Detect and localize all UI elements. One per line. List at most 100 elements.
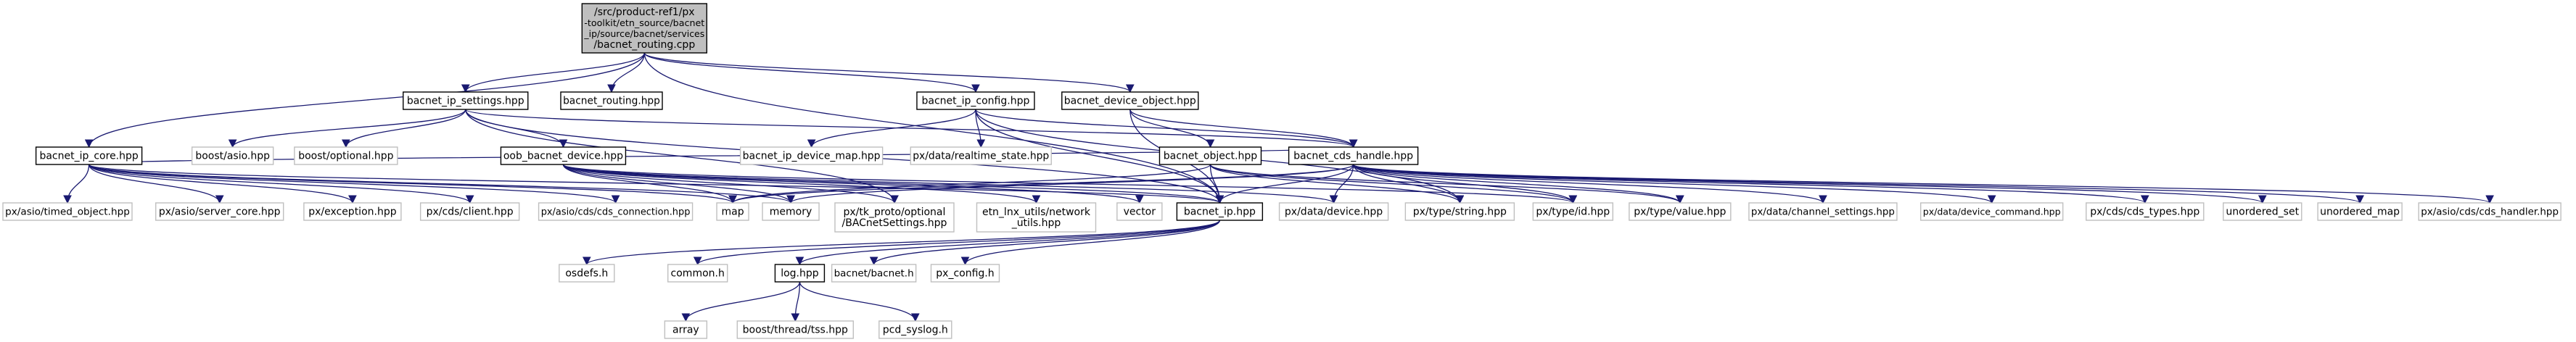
node-box — [559, 264, 615, 283]
node-label: bacnet_object.hpp — [1164, 151, 1257, 162]
node-unordered-set: unordered_set — [2223, 202, 2303, 221]
node-vector: vector — [1116, 202, 1163, 221]
node-bacnet-h: bacnet/bacnet.h — [831, 264, 917, 283]
node-px-config: px_config.h — [930, 264, 1000, 283]
node-network-utils: etn_lnx_utils/network_utils.hpp — [976, 202, 1097, 233]
edge-bacnet_ip_core-to-bacnet_cds_handle — [88, 146, 1357, 165]
node-label: px/type/id.hpp — [1536, 207, 1610, 218]
node-box — [303, 202, 402, 221]
edges-layer — [63, 52, 2494, 322]
node-box — [916, 91, 1035, 110]
node-cds-client: px/cds/client.hpp — [419, 202, 520, 221]
node-label: px/type/string.hpp — [1413, 207, 1507, 218]
node-box — [155, 202, 284, 221]
node-log-hpp[interactable]: log.hpp — [774, 264, 826, 283]
node-cds-connection: px/asio/cds/cds_connection.hpp — [538, 202, 694, 221]
node-box — [1288, 146, 1419, 165]
node-box — [538, 202, 694, 221]
node-exception: px/exception.hpp — [303, 202, 402, 221]
node-label: bacnet_routing.hpp — [563, 96, 660, 107]
node-bacnet-ip-settings[interactable]: bacnet_ip_settings.hpp — [403, 91, 529, 110]
edge-bacnet_cds_handle-to-channel_settings — [1352, 164, 1827, 204]
node-cds-types: px/cds/cds_types.hpp — [2086, 202, 2205, 221]
node-type-value: px/type/value.hpp — [1629, 202, 1732, 221]
node-label: bacnet_ip_core.hpp — [39, 151, 138, 162]
node-box — [1159, 146, 1262, 165]
node-box — [664, 320, 708, 339]
node-label: -toolkit/etn_source/bacnet — [584, 17, 704, 28]
node-channel-settings: px/data/channel_settings.hpp — [1748, 202, 1898, 221]
edge-root-to-bacnet_routing_hpp — [607, 52, 645, 93]
edge-bacnet_device_object-to-bacnet_object — [1129, 109, 1215, 149]
node-label: px/asio/cds/cds_handler.hpp — [2421, 207, 2559, 218]
node-label: osdefs.h — [565, 268, 608, 280]
node-server-core: px/asio/server_core.hpp — [155, 202, 284, 221]
node-bacnet-object[interactable]: bacnet_object.hpp — [1159, 146, 1262, 165]
node-box — [831, 264, 917, 283]
node-bacnet-ip-config[interactable]: bacnet_ip_config.hpp — [916, 91, 1035, 110]
node-memory: memory — [762, 202, 820, 221]
node-label: px/type/value.hpp — [1634, 207, 1726, 218]
node-box — [1748, 202, 1898, 221]
node-label: memory — [770, 207, 812, 218]
edge-bacnet_cds_handle-to-device_command — [1352, 164, 1996, 204]
node-box — [294, 146, 398, 165]
edge-bacnet_cds_handle-to-type_id — [1352, 164, 1578, 204]
node-bacnet-ip-hpp[interactable]: bacnet_ip.hpp — [1176, 202, 1264, 221]
node-box — [500, 146, 627, 165]
edge-bacnet_cds_handle-to-unordered_map — [1352, 164, 2364, 204]
edge-bacnet_ip_core-to-bacnet_ip_hpp — [88, 164, 1224, 204]
node-box — [667, 264, 728, 283]
node-label: bacnet_cds_handle.hpp — [1293, 151, 1413, 162]
node-box — [1919, 202, 2064, 221]
node-label: log.hpp — [781, 268, 819, 280]
node-box — [403, 91, 529, 110]
edge-bacnet_object-to-map — [728, 164, 1211, 204]
node-common-h: common.h — [667, 264, 728, 283]
node-root[interactable]: /src/product-ref1/px-toolkit/etn_source/… — [581, 3, 708, 54]
node-label: /bacnet_routing.cpp — [593, 39, 695, 51]
edge-bacnet_ip_hpp-to-bacnet_h — [869, 220, 1220, 266]
node-label: bacnet_ip_config.hpp — [921, 96, 1029, 107]
node-box — [1532, 202, 1613, 221]
node-timed-object: px/asio/timed_object.hpp — [2, 202, 133, 221]
edge-root-to-bacnet_device_object — [643, 52, 1135, 93]
node-label: unordered_map — [2320, 207, 2400, 218]
node-label: bacnet_ip_settings.hpp — [407, 96, 524, 107]
node-label: px/data/realtime_state.hpp — [913, 151, 1049, 162]
node-bacnet-cds-handle[interactable]: bacnet_cds_handle.hpp — [1288, 146, 1419, 165]
node-bacnet-device-object[interactable]: bacnet_device_object.hpp — [1061, 91, 1199, 110]
node-bacnet-routing-hpp[interactable]: bacnet_routing.hpp — [560, 91, 663, 110]
node-label: common.h — [671, 268, 725, 280]
edge-oob_bacnet_device-to-network_utils — [562, 164, 1041, 204]
edge-bacnet_cds_handle-to-map — [728, 164, 1354, 204]
node-label: etn_lnx_utils/network — [982, 207, 1091, 218]
node-box — [1061, 91, 1199, 110]
edge-log_hpp-to-array — [681, 281, 801, 322]
edge-bacnet_cds_handle-to-data_device — [1329, 164, 1354, 204]
node-box — [930, 264, 1000, 283]
node-label: boost/thread/tss.hpp — [743, 325, 848, 336]
node-oob-bacnet-device[interactable]: oob_bacnet_device.hpp — [500, 146, 627, 165]
node-label: /src/product-ref1/px — [594, 7, 695, 18]
edge-bacnet_ip_core-to-memory — [88, 164, 795, 204]
node-box — [191, 146, 274, 165]
node-label: bacnet_ip_device_map.hpp — [743, 151, 881, 162]
node-bacnet-settings: px/tk_proto/optional/BACnetSettings.hpp — [834, 202, 955, 233]
edge-root-to-bacnet_ip_hpp — [643, 52, 1225, 204]
node-box — [2, 202, 133, 221]
edge-root-to-bacnet_ip_config — [643, 52, 980, 93]
node-type-string: px/type/string.hpp — [1404, 202, 1515, 221]
edge-bacnet_ip_core-to-timed_object — [63, 164, 90, 204]
node-box — [2086, 202, 2205, 221]
node-box — [762, 202, 820, 221]
node-tss: boost/thread/tss.hpp — [736, 320, 854, 339]
edge-bacnet_ip_core-to-cds_client — [88, 164, 474, 204]
node-bacnet-ip-core[interactable]: bacnet_ip_core.hpp — [35, 146, 143, 165]
node-label: bacnet/bacnet.h — [834, 268, 914, 280]
node-label: vector — [1124, 207, 1156, 218]
edge-bacnet_ip_settings-to-bacnet_cds_handle — [465, 109, 1357, 149]
edge-bacnet_ip_hpp-to-log_hpp — [795, 220, 1220, 266]
node-box — [1629, 202, 1732, 221]
node-label: px/data/device.hpp — [1285, 207, 1383, 218]
